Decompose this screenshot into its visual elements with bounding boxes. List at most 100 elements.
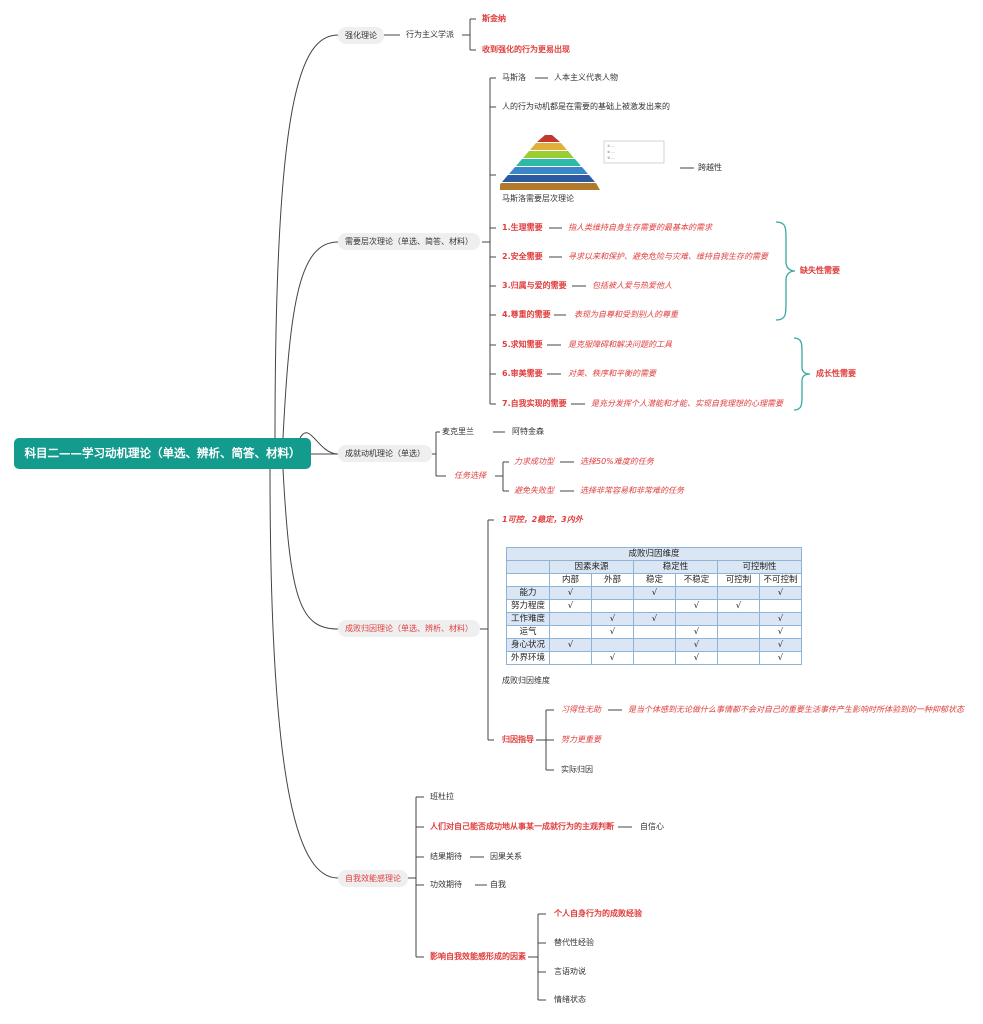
branch-attribution[interactable]: 成败归因理论（单选、辨析、材料）	[338, 620, 480, 637]
svg-text:③ …: ③ …	[607, 156, 615, 160]
table-cell: √	[549, 638, 592, 652]
table-cell: √	[717, 599, 760, 613]
failure-avoiding-type: 避免失败型	[514, 486, 554, 495]
success-seeking-type: 力求成功型	[514, 457, 554, 466]
need-self-actualization-desc: 是充分发挥个人潜能和才能、实现自我理想的心理需要	[591, 399, 783, 408]
table-cell	[717, 586, 760, 600]
table-cell: √	[591, 625, 634, 639]
deficiency-needs-label: 缺失性需要	[800, 266, 840, 275]
table-cell	[591, 599, 634, 613]
subheader-unstable: 不稳定	[675, 573, 718, 587]
need-belonging-desc: 包括被人爱与热爱他人	[592, 281, 672, 290]
growth-needs-label: 成长性需要	[816, 369, 856, 378]
mcclelland: 麦克里兰	[442, 427, 474, 436]
outcome-expectation: 结果期待	[430, 852, 462, 861]
bandura: 班杜拉	[430, 792, 454, 801]
pyramid-caption: 马斯洛需要层次理论	[502, 194, 574, 203]
svg-text:② …: ② …	[607, 150, 615, 154]
actual-attribution: 实际归因	[561, 765, 593, 774]
table-cell	[759, 599, 802, 613]
subheader-uncontrollable: 不可控制	[759, 573, 802, 587]
row-label: 工作难度	[506, 612, 550, 626]
table-cell	[549, 612, 592, 626]
subheader-blank	[506, 573, 550, 587]
branch-achievement-motivation[interactable]: 成就动机理论（单选）	[338, 445, 432, 462]
table-cell	[591, 638, 634, 652]
subheader-stable: 稳定	[633, 573, 676, 587]
table-row: 运气 √ √ √	[506, 625, 802, 639]
maslow: 马斯洛	[502, 73, 526, 82]
table-cell	[675, 612, 718, 626]
row-label: 努力程度	[506, 599, 550, 613]
self-confidence: 自信心	[640, 822, 664, 831]
table-cell	[717, 625, 760, 639]
table-cell: √	[759, 638, 802, 652]
table-cell: √	[591, 612, 634, 626]
failure-avoiding-desc: 选择非常容易和非常难的任务	[580, 486, 684, 495]
table-cell: √	[675, 625, 718, 639]
table-cell: √	[633, 586, 676, 600]
pyramid-side-label: 跨越性	[698, 163, 722, 172]
success-seeking-desc: 选择50%难度的任务	[580, 457, 654, 466]
need-safety-desc: 寻求以来和保护、避免危险与灾难、维持自我生存的需要	[568, 252, 768, 261]
need-knowledge-desc: 是克服障碍和解决问题的工具	[568, 340, 672, 349]
factor-verbal-persuasion: 言语劝说	[554, 967, 586, 976]
need-esteem: 4.尊重的需要	[502, 310, 551, 319]
attribution-guidance: 归因指导	[502, 735, 534, 744]
table-cell	[717, 612, 760, 626]
effort-more-important: 努力更重要	[561, 735, 601, 744]
group-controllability: 可控制性	[717, 560, 802, 574]
table-cell	[717, 651, 760, 665]
need-physiological-desc: 指人类维持自身生存需要的最基本的需求	[568, 223, 712, 232]
table-cell: √	[675, 638, 718, 652]
table-cell	[549, 625, 592, 639]
efficacy-definition: 人们对自己能否成功地从事某一成就行为的主观判断	[430, 822, 614, 831]
atkinson: 阿特金森	[512, 427, 544, 436]
need-aesthetic-desc: 对美、秩序和平衡的需要	[568, 369, 656, 378]
table-caption: 成败归因维度	[502, 676, 550, 685]
branch-self-efficacy[interactable]: 自我效能感理论	[338, 870, 408, 887]
table-cell	[591, 586, 634, 600]
subheader-controllable: 可控制	[717, 573, 760, 587]
table-cell: √	[759, 586, 802, 600]
table-cell: √	[549, 586, 592, 600]
need-belonging: 3.归属与爱的需要	[502, 281, 567, 290]
learned-helplessness: 习得性无助	[561, 705, 601, 714]
table-cell	[675, 586, 718, 600]
row-label: 外界环境	[506, 651, 550, 665]
table-cell: √	[633, 612, 676, 626]
self: 自我	[490, 880, 506, 889]
branch-reinforcement[interactable]: 强化理论	[338, 27, 384, 44]
table-cell	[633, 651, 676, 665]
table-cell: √	[591, 651, 634, 665]
branch-needs-hierarchy[interactable]: 需要层次理论（单选、简答、材料）	[338, 233, 480, 250]
factor-vicarious-experience: 替代性经验	[554, 938, 594, 947]
task-choice: 任务选择	[454, 471, 486, 480]
causal-relation: 因果关系	[490, 852, 522, 861]
need-safety: 2.安全需要	[502, 252, 543, 261]
subheader-internal: 内部	[549, 573, 592, 587]
svg-text:① …: ① …	[607, 144, 615, 148]
subheader-external: 外部	[591, 573, 634, 587]
need-self-actualization: 7.自我实现的需要	[502, 399, 567, 408]
table-cell	[717, 638, 760, 652]
attribution-summary: 1可控，2稳定，3内外	[502, 515, 583, 524]
table-cell: √	[759, 612, 802, 626]
table-row: 身心状况 √ √ √	[506, 638, 802, 652]
table-row: 努力程度 √ √ √	[506, 599, 802, 613]
learned-helplessness-desc: 是当个体感到无论做什么事情都不会对自己的重要生活事件产生影响时所体验到的一种抑郁…	[628, 705, 964, 714]
maslow-role: 人本主义代表人物	[554, 73, 618, 82]
table-row: 外界环境 √ √ √	[506, 651, 802, 665]
need-aesthetic: 6.审美需要	[502, 369, 543, 378]
efficacy-factors: 影响自我效能感形成的因素	[430, 952, 526, 961]
table-cell: √	[549, 599, 592, 613]
row-label: 运气	[506, 625, 550, 639]
maslow-pyramid-image: ① … ② … ③ …	[500, 135, 665, 190]
table-cell	[549, 651, 592, 665]
factor-emotional-state: 情绪状态	[554, 995, 586, 1004]
table-title: 成败归因维度	[506, 547, 802, 561]
table-cell: √	[675, 651, 718, 665]
factor-personal-experience: 个人自身行为的成败经验	[554, 909, 642, 918]
root-topic[interactable]: 科目二——学习动机理论（单选、辨析、简答、材料）	[14, 438, 311, 469]
